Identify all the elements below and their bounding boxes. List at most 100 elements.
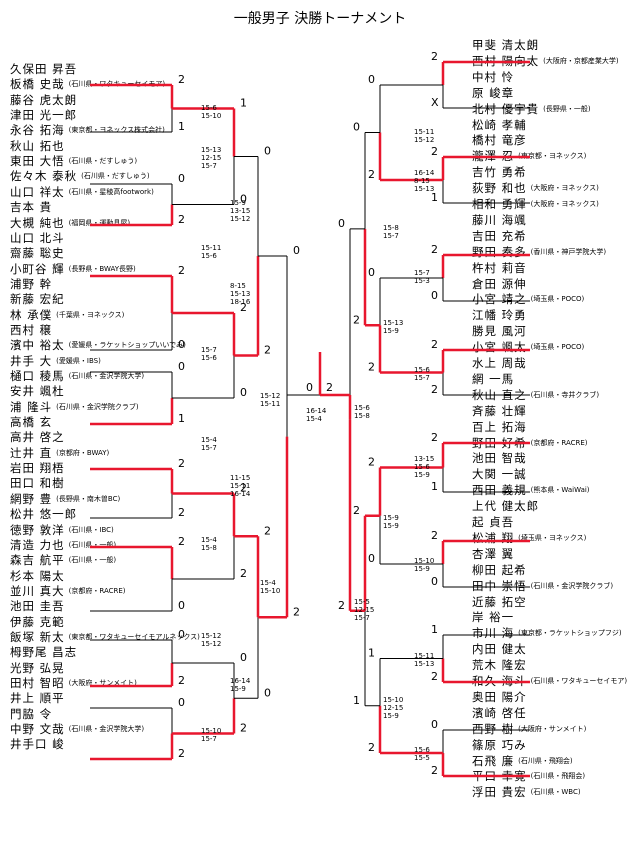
player-team: (埼玉県・POCO) [530, 295, 585, 304]
player-team: (石川県・だすしゅう) [68, 157, 138, 166]
player-name: 浦野 幹 [10, 276, 53, 291]
player-row: 森吉 航平(石川県・一般) [10, 554, 116, 567]
player-row: 井手口 峻 [10, 738, 65, 751]
player-row: 門脇 令 [10, 707, 52, 721]
player-row: 並川 真大(京都府・RACRE) [10, 583, 126, 598]
player-name: 田中 崇悟 [472, 578, 527, 593]
game-score: 15-4 [201, 436, 217, 444]
player-name: 津田 光一郎 [10, 108, 78, 123]
match-score: 2 [368, 456, 375, 469]
player-row: 藤谷 虎太朗 [10, 93, 77, 107]
match-score: 2 [264, 524, 271, 537]
game-score: 15-7 [201, 735, 217, 743]
game-score: 13-15 [414, 455, 434, 463]
match-score: 0 [368, 552, 375, 565]
game-score: 15-13 [414, 185, 434, 193]
player-name: 小町谷 輝 [10, 261, 65, 276]
player-name: 森吉 航平 [10, 553, 65, 568]
game-score: 16-14 [306, 407, 327, 415]
player-name: 勝見 風河 [472, 324, 527, 339]
player-team: (石川県・金沢学院大学) [68, 372, 145, 380]
player-name: 並川 真大 [10, 583, 65, 598]
player-name: 篠原 巧み [472, 737, 527, 752]
player-name: 原 峻章 [472, 85, 515, 100]
game-score: 15-10 [201, 112, 221, 120]
game-score: 15-7 [201, 162, 217, 170]
player-row: 浮田 貴宏(石川県・WBC) [472, 786, 581, 799]
player-row: 田口 和樹 [10, 477, 65, 490]
match-score: 0 [368, 266, 375, 279]
game-score: 15-6 [414, 746, 430, 754]
player-name: 池田 圭吾 [10, 599, 65, 614]
player-team: (石川県・寺井クラブ) [530, 390, 600, 399]
player-row: 津田 光一郎 [10, 109, 77, 122]
match-score: 0 [431, 575, 438, 588]
game-score: 12-15 [383, 704, 403, 712]
game-score: 15-7 [414, 374, 430, 382]
player-name: 相和 勇輝 [472, 197, 527, 211]
player-name: 井手 大 [10, 353, 53, 368]
player-team: (石川県・ワタキューセイモア) [530, 677, 628, 685]
player-name: 齋藤 聡史 [10, 246, 65, 261]
player-name: 吉田 充希 [472, 228, 527, 243]
player-name: 市川 海 [472, 626, 515, 641]
player-name: 岸 裕一 [472, 610, 515, 625]
game-score: 12-15 [201, 154, 221, 162]
player-row: 相和 勇輝(大阪府・ヨネックス) [472, 198, 599, 211]
player-name: 高橋 玄 [10, 415, 53, 430]
player-team: (石川県・飛翔会) [518, 756, 573, 765]
player-name: 安井 颯杜 [10, 384, 65, 399]
player-name: 杏澤 翼 [472, 546, 515, 561]
game-score: 15-12 [414, 136, 434, 144]
match-score: 2 [293, 605, 300, 618]
match-score: 0 [240, 193, 247, 206]
player-name: 柳田 起希 [472, 562, 527, 577]
player-name: 上代 健太郎 [472, 499, 540, 514]
player-row: 佐々木 泰秋(石川県・だすしゅう) [10, 170, 150, 183]
player-row: 光野 弘晃 [10, 661, 65, 675]
match-score: 2 [431, 431, 438, 444]
player-row: 新藤 宏紀 [10, 293, 65, 306]
final-score: 0 [306, 381, 313, 394]
player-team: (石川県・一般) [68, 556, 117, 565]
player-row: 吉田 充希 [472, 228, 527, 243]
player-name: 伊藤 克範 [10, 614, 65, 629]
player-team: (東京都・ワタキューセイモアルネックス) [68, 632, 200, 641]
game-score: 8-15 [414, 177, 430, 185]
player-name: 吉本 貴 [10, 200, 53, 215]
match-score: 2 [431, 50, 438, 63]
player-name: 浦 隆斗 [10, 399, 53, 414]
player-name: 内田 健太 [472, 642, 527, 657]
final-score: 2 [326, 381, 333, 394]
player-name: 松井 悠一郎 [10, 507, 78, 522]
match-score: 2 [178, 213, 185, 226]
match-score: 1 [178, 412, 185, 425]
player-row: 水上 周哉 [472, 357, 527, 370]
player-name: 池田 智哉 [472, 451, 527, 466]
player-team: (京都府・BWAY) [56, 448, 110, 457]
game-score: 15-6 [201, 104, 217, 112]
player-row: 山口 祥太(石川県・星稜高footwork) [10, 185, 154, 199]
match-score: 2 [240, 301, 247, 314]
player-row: 江幡 玲勇 [472, 309, 527, 322]
player-team: (東京都・ヨネックス) [518, 152, 587, 161]
player-team: (京都府・RACRE) [68, 586, 126, 595]
match-score: 2 [368, 741, 375, 754]
player-name: 杉本 陽太 [10, 568, 65, 583]
player-row: 田村 智昭(大阪府・サンメイト) [10, 677, 137, 690]
player-name: 江幡 玲勇 [472, 308, 527, 323]
match-score: 1 [431, 191, 438, 204]
player-row: 徳野 敦洋(石川県・IBC) [10, 523, 114, 537]
game-score: 15-8 [201, 544, 217, 552]
player-row: 近藤 拓空 [472, 595, 527, 609]
game-score: 15-7 [354, 614, 370, 622]
game-score: 15-4 [306, 415, 322, 423]
player-name: 荒木 隆宏 [472, 658, 527, 673]
match-score: 0 [178, 628, 185, 641]
match-score: 0 [368, 73, 375, 86]
player-name: 板橋 史哉 [10, 77, 65, 92]
game-score: 15-6 [201, 252, 217, 260]
match-score: 2 [431, 338, 438, 351]
player-row: 秋山 拓也 [10, 139, 65, 153]
